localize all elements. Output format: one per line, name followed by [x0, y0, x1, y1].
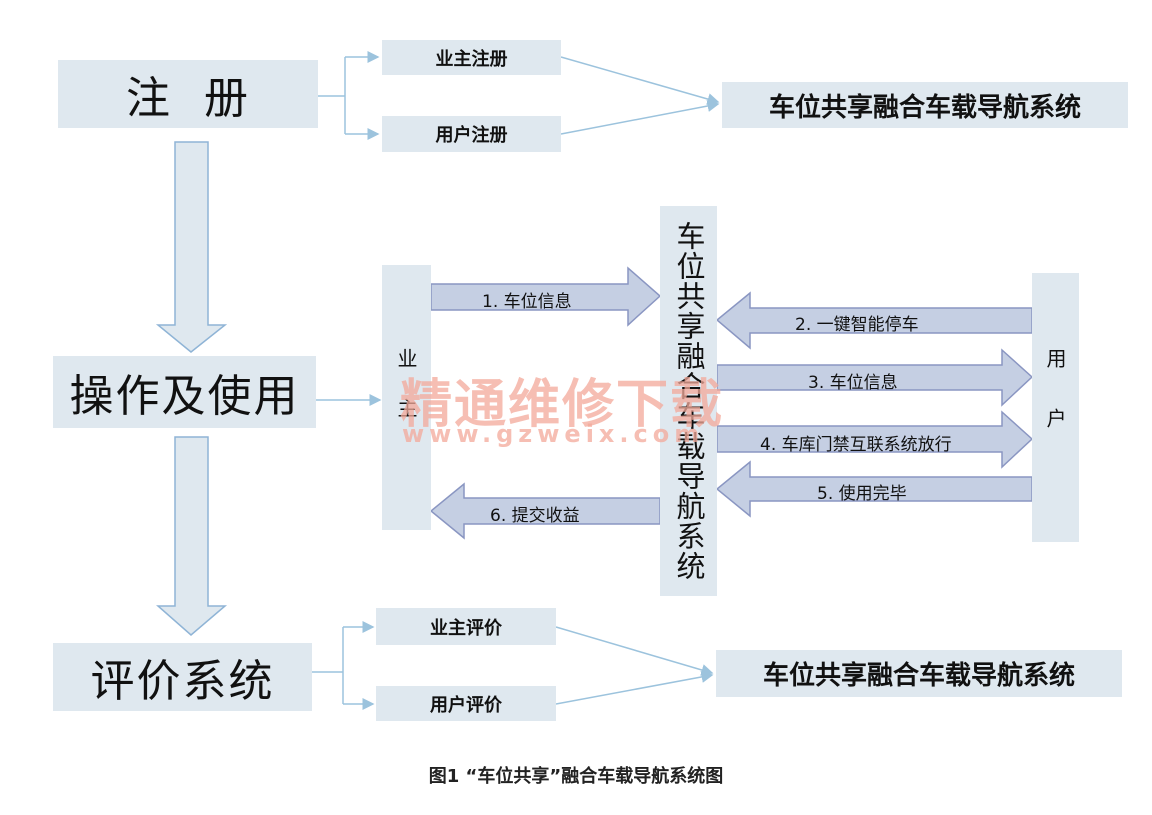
flow-label-5: 5. 使用完毕: [817, 484, 907, 504]
owner-register-label: 业主注册: [435, 48, 508, 70]
evaluation-connectors: [312, 621, 714, 710]
flow-label-2: 2. 一键智能停车: [795, 315, 919, 335]
user-evaluation-label: 用户评价: [430, 694, 502, 716]
flow-arrow-2: [715, 291, 1033, 350]
flow-label-4: 4. 车库门禁互联系统放行: [760, 435, 952, 455]
owner-column-label: 业主: [394, 347, 418, 448]
flow-arrow-5: [715, 460, 1033, 518]
flow-label-6: 6. 提交收益: [490, 506, 580, 526]
operation-box: 操作及使用: [53, 356, 316, 428]
flow-arrow-3: [716, 348, 1034, 407]
evaluation-target-box: 车位共享融合车载导航系统: [716, 650, 1122, 697]
evaluation-label: 评价系统: [90, 656, 275, 707]
register-label: 注 册: [126, 73, 250, 124]
flow-arrow-1: [430, 266, 662, 327]
center-system-column: 车位共享融合车载导航系统: [660, 206, 717, 596]
user-column: 用户: [1032, 273, 1079, 542]
register-connectors: [318, 51, 720, 140]
flow-label-3: 3. 车位信息: [808, 373, 898, 393]
flow-arrow-4: [716, 410, 1034, 469]
evaluation-target-label: 车位共享融合车载导航系统: [762, 661, 1075, 691]
owner-evaluation-box: 业主评价: [376, 608, 556, 645]
register-target-label: 车位共享融合车载导航系统: [768, 92, 1081, 123]
figure-caption: 图1 “车位共享”融合车载导航系统图: [428, 766, 724, 787]
owner-column: 业主: [382, 265, 431, 530]
user-evaluation-box: 用户评价: [376, 686, 556, 721]
flow-label-1: 1. 车位信息: [482, 292, 572, 312]
evaluation-box: 评价系统: [53, 643, 312, 711]
user-register-label: 用户注册: [435, 125, 508, 146]
flow-arrow-6: [429, 482, 661, 540]
down-arrow-register-to-operation: [155, 141, 228, 353]
operation-label: 操作及使用: [69, 371, 300, 422]
owner-register-box: 业主注册: [382, 40, 561, 75]
register-box: 注 册: [58, 60, 318, 128]
watermark-url: www.gzweix.com: [402, 420, 705, 448]
watermark-text: 精通维修下载: [400, 375, 725, 435]
register-target-box: 车位共享融合车载导航系统: [722, 82, 1128, 128]
user-register-box: 用户注册: [382, 116, 561, 152]
center-system-label: 车位共享融合车载导航系统: [672, 221, 706, 581]
owner-evaluation-label: 业主评价: [430, 617, 502, 639]
down-arrow-operation-to-evaluation: [156, 436, 228, 636]
user-column-label: 用户: [1043, 347, 1067, 468]
